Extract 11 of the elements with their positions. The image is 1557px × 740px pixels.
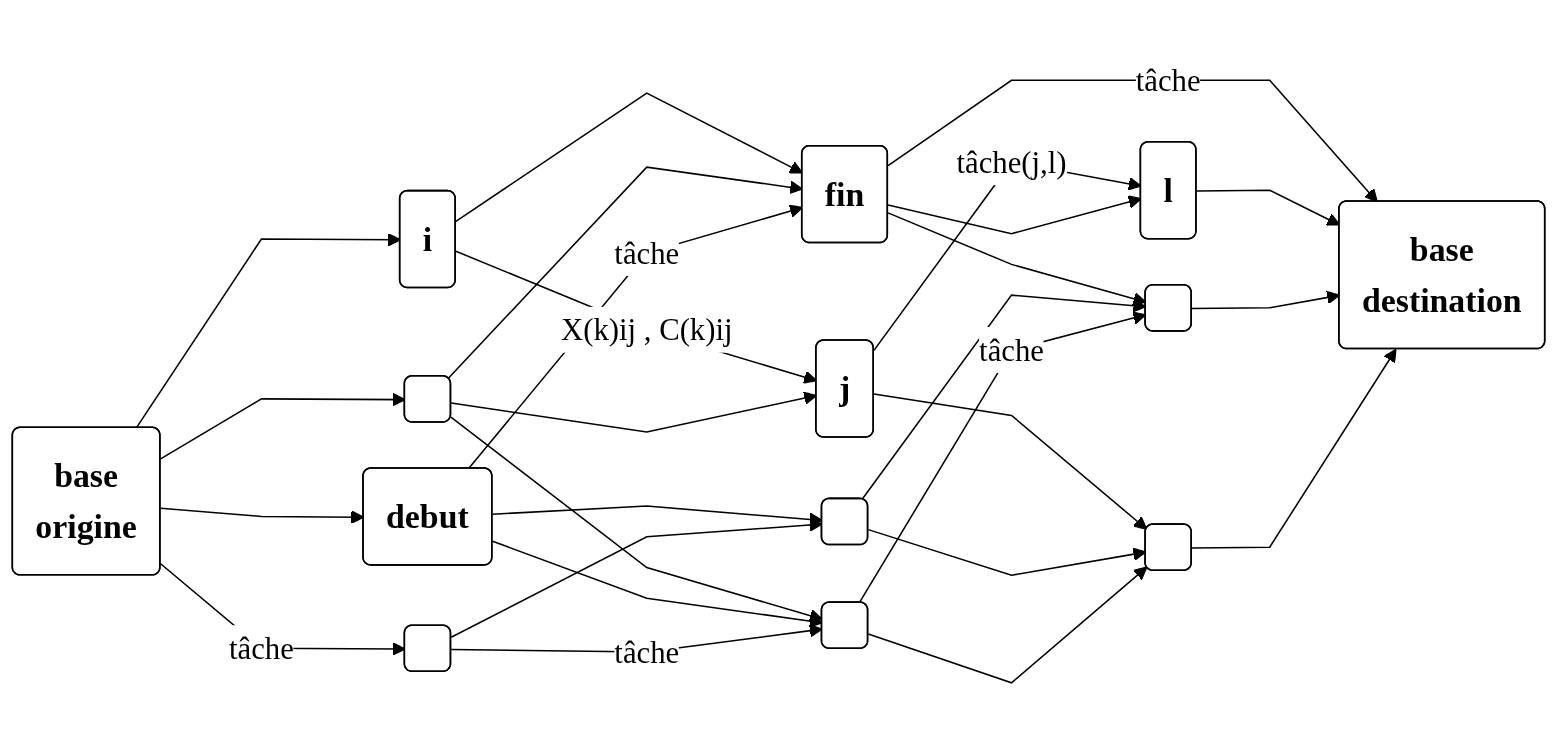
edge-label: tâche <box>979 333 1044 367</box>
arrow <box>873 393 1148 530</box>
arrow <box>858 311 1147 604</box>
edge-label: tâche <box>614 235 680 270</box>
arrow <box>1191 348 1397 549</box>
arrow <box>867 566 1148 684</box>
edge-label: tâche <box>229 631 294 666</box>
edge-label: tâche <box>614 635 680 669</box>
edge-label: X(k)ij , C(k)ij <box>560 312 733 347</box>
edge-label: tâche <box>1135 63 1201 98</box>
edge-label: tâche(j,l) <box>956 145 1067 180</box>
